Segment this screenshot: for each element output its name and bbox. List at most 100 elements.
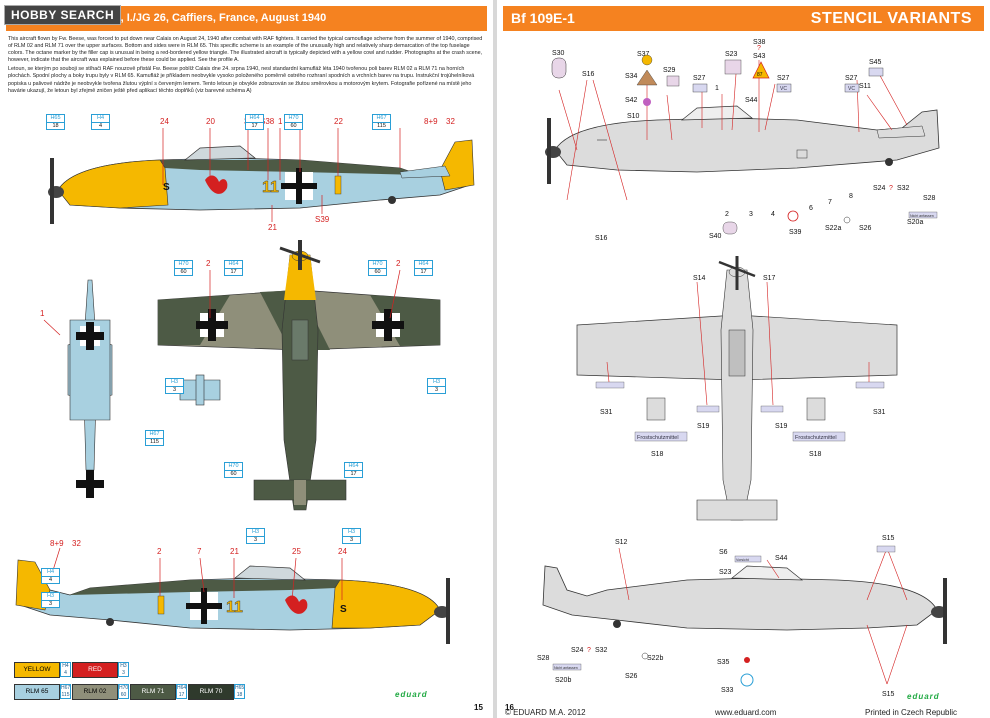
right-drawings: S30 S16 S37 S34 S42 S10 S29 S27 1 S23 S3… (537, 39, 947, 698)
callout-20: 20 (206, 117, 215, 126)
label-1: 1 (715, 85, 719, 92)
paint-code-n: 17 (350, 470, 357, 477)
paint-code-n: 18 (52, 122, 59, 129)
callout-24: 24 (160, 117, 169, 126)
stencil-icons-bottom: Nicht anfassen Vorsicht (552, 545, 896, 671)
legend-swatch: YELLOW (14, 662, 60, 678)
legend-code-n: 3 (122, 669, 125, 676)
paint-code-n: 3 (349, 536, 354, 543)
label-s24-bottom: S24 (571, 647, 584, 654)
paint-code-h: H64 (415, 261, 432, 269)
copyright: © EDUARD M.A. 2012 (505, 708, 586, 717)
label-s30: S30 (552, 50, 565, 57)
stencil-labels-top: S30 S16 S37 S34 S42 S10 S29 S27 1 S23 S3… (552, 39, 936, 242)
right-page-title: Bf 109E-1 (511, 10, 575, 26)
label-s20a: S20a (907, 219, 923, 226)
label-s27-c: S27 (845, 75, 858, 82)
label-s28-bottom: S28 (537, 655, 550, 662)
label-s14: S14 (693, 275, 706, 282)
paint-code-h: H64 (246, 115, 263, 123)
plan-view-under (67, 279, 221, 498)
vc-marker-2: VC (848, 86, 855, 92)
label-question-bottom: ? (587, 647, 591, 654)
legend-swatch: RLM 02 (72, 684, 118, 700)
paint-code-h: H3 (166, 379, 183, 387)
legend-code-n: 17 (178, 691, 185, 698)
paint-code-h: H4 (42, 569, 59, 577)
right-page: Bf 109E-1 STENCIL VARIANTS (497, 0, 990, 718)
label-s32: S32 (897, 185, 910, 192)
label-s26: S26 (859, 225, 872, 232)
label-question-top: ? (757, 45, 761, 52)
label-s12: S12 (615, 539, 628, 546)
callout-21-bottom: 21 (230, 547, 239, 556)
label-s28: S28 (923, 195, 936, 202)
stencil-icons-top: 87 VC VC Nicht anfassen (551, 54, 938, 235)
label-s15-top: S15 (882, 535, 895, 542)
label-s40: S40 (709, 233, 722, 240)
legend-swatch: RLM 71 (130, 684, 176, 700)
callout-2-left-wing: 2 (206, 259, 211, 268)
description: This aircraft flown by Fw. Beese, was fo… (8, 36, 483, 97)
legend-code-n: 115 (61, 691, 70, 698)
right-page-subtitle: STENCIL VARIANTS (810, 10, 972, 27)
callout-1: 1 (278, 117, 283, 126)
brand-logo-right: eduard (907, 692, 940, 701)
label-s20b: S20b (555, 677, 571, 684)
legend-swatch: RLM 70 (188, 684, 234, 700)
rudder-mark-top: S (163, 182, 170, 193)
label-s35: S35 (717, 659, 730, 666)
stencil-lines-bottom (618, 547, 908, 685)
stencil-lines-mid (606, 281, 870, 406)
squadron-emblem-top (205, 175, 228, 194)
left-page: Bf 109E-1 Fw. Beese, I./JG 26, Caffiers,… (0, 0, 493, 718)
frost-stencil-left: Frostschutzmittel (637, 435, 679, 441)
label-s34: S34 (625, 73, 638, 80)
paint-code-n: 60 (180, 268, 187, 275)
label-s17: S17 (763, 275, 776, 282)
profile-left-side: 11 S (15, 559, 450, 644)
paint-code-h: H70 (225, 463, 242, 471)
description-english: This aircraft flown by Fw. Beese, was fo… (8, 36, 483, 64)
paint-code-n: 3 (434, 386, 439, 393)
stencil-labels-mid: S14 S17 S31 S19 S19 S31 S18 S18 (600, 275, 886, 458)
page-gutter (493, 0, 497, 718)
label-s16-bottom: S16 (595, 235, 608, 242)
label-s19-right: S19 (775, 423, 788, 430)
paint-code-h: H67 (373, 115, 390, 123)
callout-s39: S39 (315, 215, 330, 224)
label-s42: S42 (625, 97, 638, 104)
label-s22b: S22b (647, 655, 663, 662)
paint-code-h: H65 (47, 115, 64, 123)
paint-code-h: H3 (42, 593, 59, 601)
legend-code-h: H70 (119, 685, 129, 691)
paint-code-n: 115 (377, 122, 386, 129)
callout-numbers-plan: 2 2 1 (40, 259, 401, 318)
paint-code-n: 17 (251, 122, 258, 129)
paint-code-n: 3 (253, 536, 258, 543)
paint-code-h: H64 (225, 261, 242, 269)
page-number-left: 15 (474, 703, 483, 712)
label-6: 6 (809, 205, 813, 212)
callout-7-bottom: 7 (197, 547, 202, 556)
label-8: 8 (849, 193, 853, 200)
label-s31-right: S31 (873, 409, 886, 416)
paint-code-n: 3 (172, 386, 177, 393)
callout-24-bottom: 24 (338, 547, 347, 556)
callout-s38: S38 (260, 117, 275, 126)
label-question-mid: ? (889, 185, 893, 192)
printed-note: Printed in Czech Republic (865, 708, 958, 717)
octane-marker: 87 (757, 72, 763, 78)
callout-32-bottom: 32 (72, 539, 81, 548)
balkenkreuz-top (281, 168, 317, 204)
callout-lines-plan (43, 269, 401, 336)
stencil-profile-bottom (542, 565, 947, 687)
website-link[interactable]: www.eduard.com (715, 708, 777, 717)
